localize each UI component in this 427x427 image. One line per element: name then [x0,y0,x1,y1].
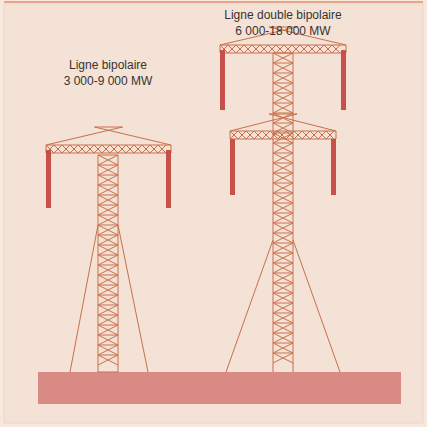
line-label: 3 000-9 000 MW [64,74,153,88]
inner-panel [4,4,423,423]
insulators [46,50,346,208]
tower-lattice [46,27,346,372]
line-label: Ligne bipolaire [69,58,147,72]
line-label: Ligne double bipolaire [224,8,341,22]
ground-bar [38,372,401,404]
line-label: 6 000-18 000 MW [235,24,330,38]
top-rule [4,1,423,3]
